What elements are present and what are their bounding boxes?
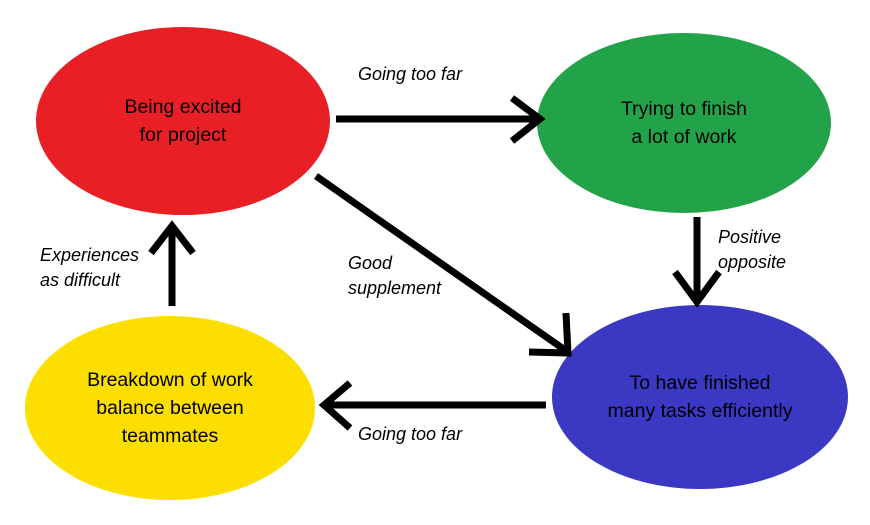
arrow-excited-to-finish-work <box>336 95 546 144</box>
node-finished-tasks[interactable] <box>552 305 848 489</box>
arrow-finish-work-to-finished-tasks <box>672 217 722 308</box>
node-excited[interactable] <box>36 27 330 215</box>
node-finish-work[interactable] <box>537 33 831 213</box>
edge-label-good-supplement: Good supplement <box>348 253 442 298</box>
arrow-finished-tasks-to-breakdown <box>318 380 546 431</box>
arrow-excited-to-finished-tasks <box>313 173 572 357</box>
edge-label-going-too-far-top: Going too far <box>358 64 463 84</box>
edge-label-positive-opposite: Positive opposite <box>718 227 787 272</box>
node-breakdown[interactable] <box>25 316 315 500</box>
arrow-breakdown-to-excited <box>148 220 196 306</box>
edge-label-going-too-far-bottom: Going too far <box>358 424 463 444</box>
edge-label-experiences-as-difficult: Experiences as difficult <box>40 245 140 290</box>
